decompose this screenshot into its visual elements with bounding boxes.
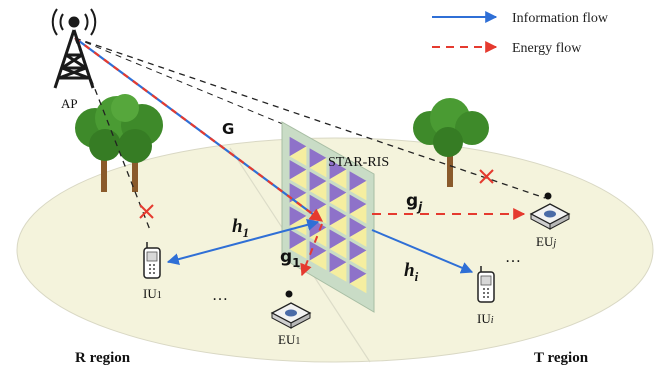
r-region-label: R region [75,350,131,366]
channel-h1-label: h1 [232,216,249,240]
gj-symbol: g [406,191,418,211]
legend: Information flow Energy flow [432,11,609,56]
iui-phone-icon [477,266,495,303]
hi-symbol: h [404,260,415,281]
ris-element-reflect [349,264,367,284]
channel-gj-label: gj [406,191,423,214]
ellipsis-left: … [212,287,228,304]
ris-element-transmit [349,273,367,294]
eu1-sensor-icon [270,290,312,329]
blocked-mark-right-icon [479,169,494,184]
g1-subscript: 1 [292,256,300,270]
blocked-link-ap-euj [74,37,546,199]
ris-element-transmit [329,192,347,213]
t-region-label: T region [534,350,589,366]
ris-element-transmit [289,146,307,166]
ap-to-ris-top [74,37,291,128]
iui-text: IU [477,311,491,326]
ris-element-reflect [309,171,327,191]
h1-symbol: h [232,216,243,237]
ris-element-transmit [289,169,307,190]
ris-element-reflect [329,182,347,203]
ris-element-reflect [329,206,347,226]
ellipsis-right: … [505,249,521,266]
ris-element-transmit [309,181,327,201]
iui-subscript: i [491,315,494,326]
tree-left [75,94,163,192]
euj-subscript: j [551,238,556,249]
ris-element-transmit [349,250,367,271]
ris-element-reflect [349,240,367,261]
gj-subscript: j [416,200,423,214]
ris-element-reflect [289,159,307,180]
ris-element-reflect [329,159,347,180]
g1-symbol: g [280,247,292,267]
ris-element-transmit [329,215,347,236]
ris-element-reflect [349,217,367,238]
iui-label: IUi [477,311,494,326]
ris-element-transmit [349,204,367,224]
ris-element-reflect [329,252,347,273]
channel-G-energy [74,37,324,222]
ris-element-reflect [289,183,307,203]
ris-element-transmit [349,180,367,201]
channel-g1-label: g1 [280,247,301,270]
ris-element-reflect [309,148,327,168]
iu1-subscript: 1 [157,290,162,301]
ris-element-reflect [329,229,347,249]
euj-label: EUj [536,234,556,249]
euj-sensor-icon [529,192,571,230]
channel-G-label: G [222,120,234,138]
ris-element-reflect [289,136,307,157]
iu1-text: IU [143,286,157,301]
ris-element-transmit [329,169,347,189]
euj-text: EU [536,234,554,249]
iu1-label: IU1 [143,286,162,301]
hi-subscript: i [415,269,419,284]
ris-element-transmit [329,262,347,282]
eu1-text: EU [278,332,296,347]
h1-subscript: 1 [243,225,250,240]
ap-tower-icon [51,8,97,89]
ris-element-reflect [349,171,367,191]
eu1-subscript: 1 [295,336,300,347]
channel-hi-label: hi [404,260,419,284]
ris-element-reflect [349,194,367,214]
legend-energy-label: Energy flow [512,41,582,56]
channel-h1-info [166,218,320,266]
channel-hi-info [371,229,474,274]
star-ris-label: STAR-RIS [328,155,389,170]
ap-label: AP [61,96,78,111]
blocked-mark-left-icon [139,204,154,219]
eu1-label: EU1 [278,332,300,347]
ris-element-transmit [349,227,367,247]
ris-element-transmit [309,157,327,178]
iu1-phone-icon [143,242,161,279]
legend-info-label: Information flow [512,11,609,26]
ris-element-transmit [329,239,347,259]
